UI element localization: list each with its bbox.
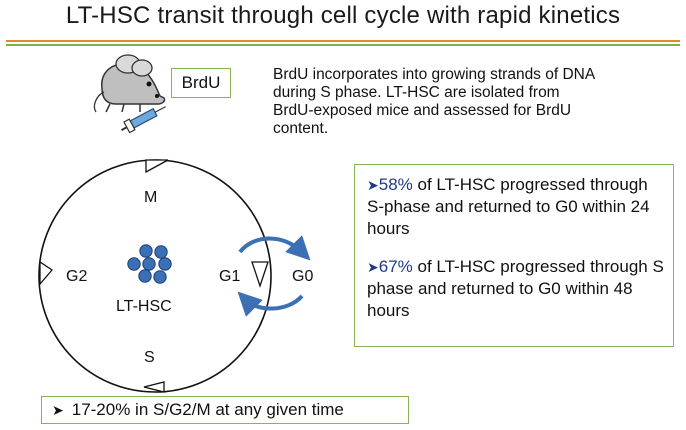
arrow-g0-to-g1: [237, 291, 304, 317]
cycle-arrow-bottom: [143, 381, 165, 393]
title-rule-green: [6, 44, 680, 46]
slide-title: LT-HSC transit through cell cycle with r…: [65, 2, 621, 29]
result-text: of LT-HSC progressed through S phase and…: [367, 257, 664, 320]
phase-label-m: M: [144, 189, 157, 206]
arrow-bullet-icon: ➤: [52, 401, 64, 418]
phase-label-g1: G1: [219, 268, 240, 285]
phase-label-s: S: [144, 349, 155, 366]
cycle-arrow-left: [39, 260, 53, 286]
phase-label-g0: G0: [292, 268, 313, 285]
summary-box: ➤ 17-20% in S/G2/M at any given time: [41, 396, 409, 424]
arrow-bullet-icon: ➤: [367, 177, 379, 193]
brdu-label: BrdU: [181, 73, 221, 92]
summary-text: 17-20% in S/G2/M at any given time: [71, 400, 344, 419]
syringe-icon: [121, 106, 166, 134]
arrow-g1-to-g0: [238, 235, 311, 261]
cycle-arrow-top: [145, 159, 169, 174]
result-item-48h: ➤67% of LT-HSC progressed through S phas…: [367, 256, 665, 322]
method-description: BrdU incorporates into growing strands o…: [273, 66, 595, 137]
brdu-label-box: BrdU: [171, 68, 231, 98]
cell-population-label: LT-HSC: [116, 298, 172, 315]
phase-label-g2: G2: [66, 268, 87, 285]
result-percent: 58%: [378, 175, 413, 194]
result-item-24h: ➤58% of LT-HSC progressed through S-phas…: [367, 174, 665, 240]
title-rule-orange: [6, 40, 680, 42]
result-percent: 67%: [378, 257, 413, 276]
result-text: of LT-HSC progressed through S-phase and…: [367, 175, 650, 238]
mouse-icon: [93, 54, 166, 113]
cycle-arrow-right: [251, 261, 269, 289]
arrow-bullet-icon: ➤: [367, 259, 379, 275]
results-box: ➤58% of LT-HSC progressed through S-phas…: [354, 164, 674, 347]
lt-hsc-cell-cluster: [127, 244, 172, 284]
